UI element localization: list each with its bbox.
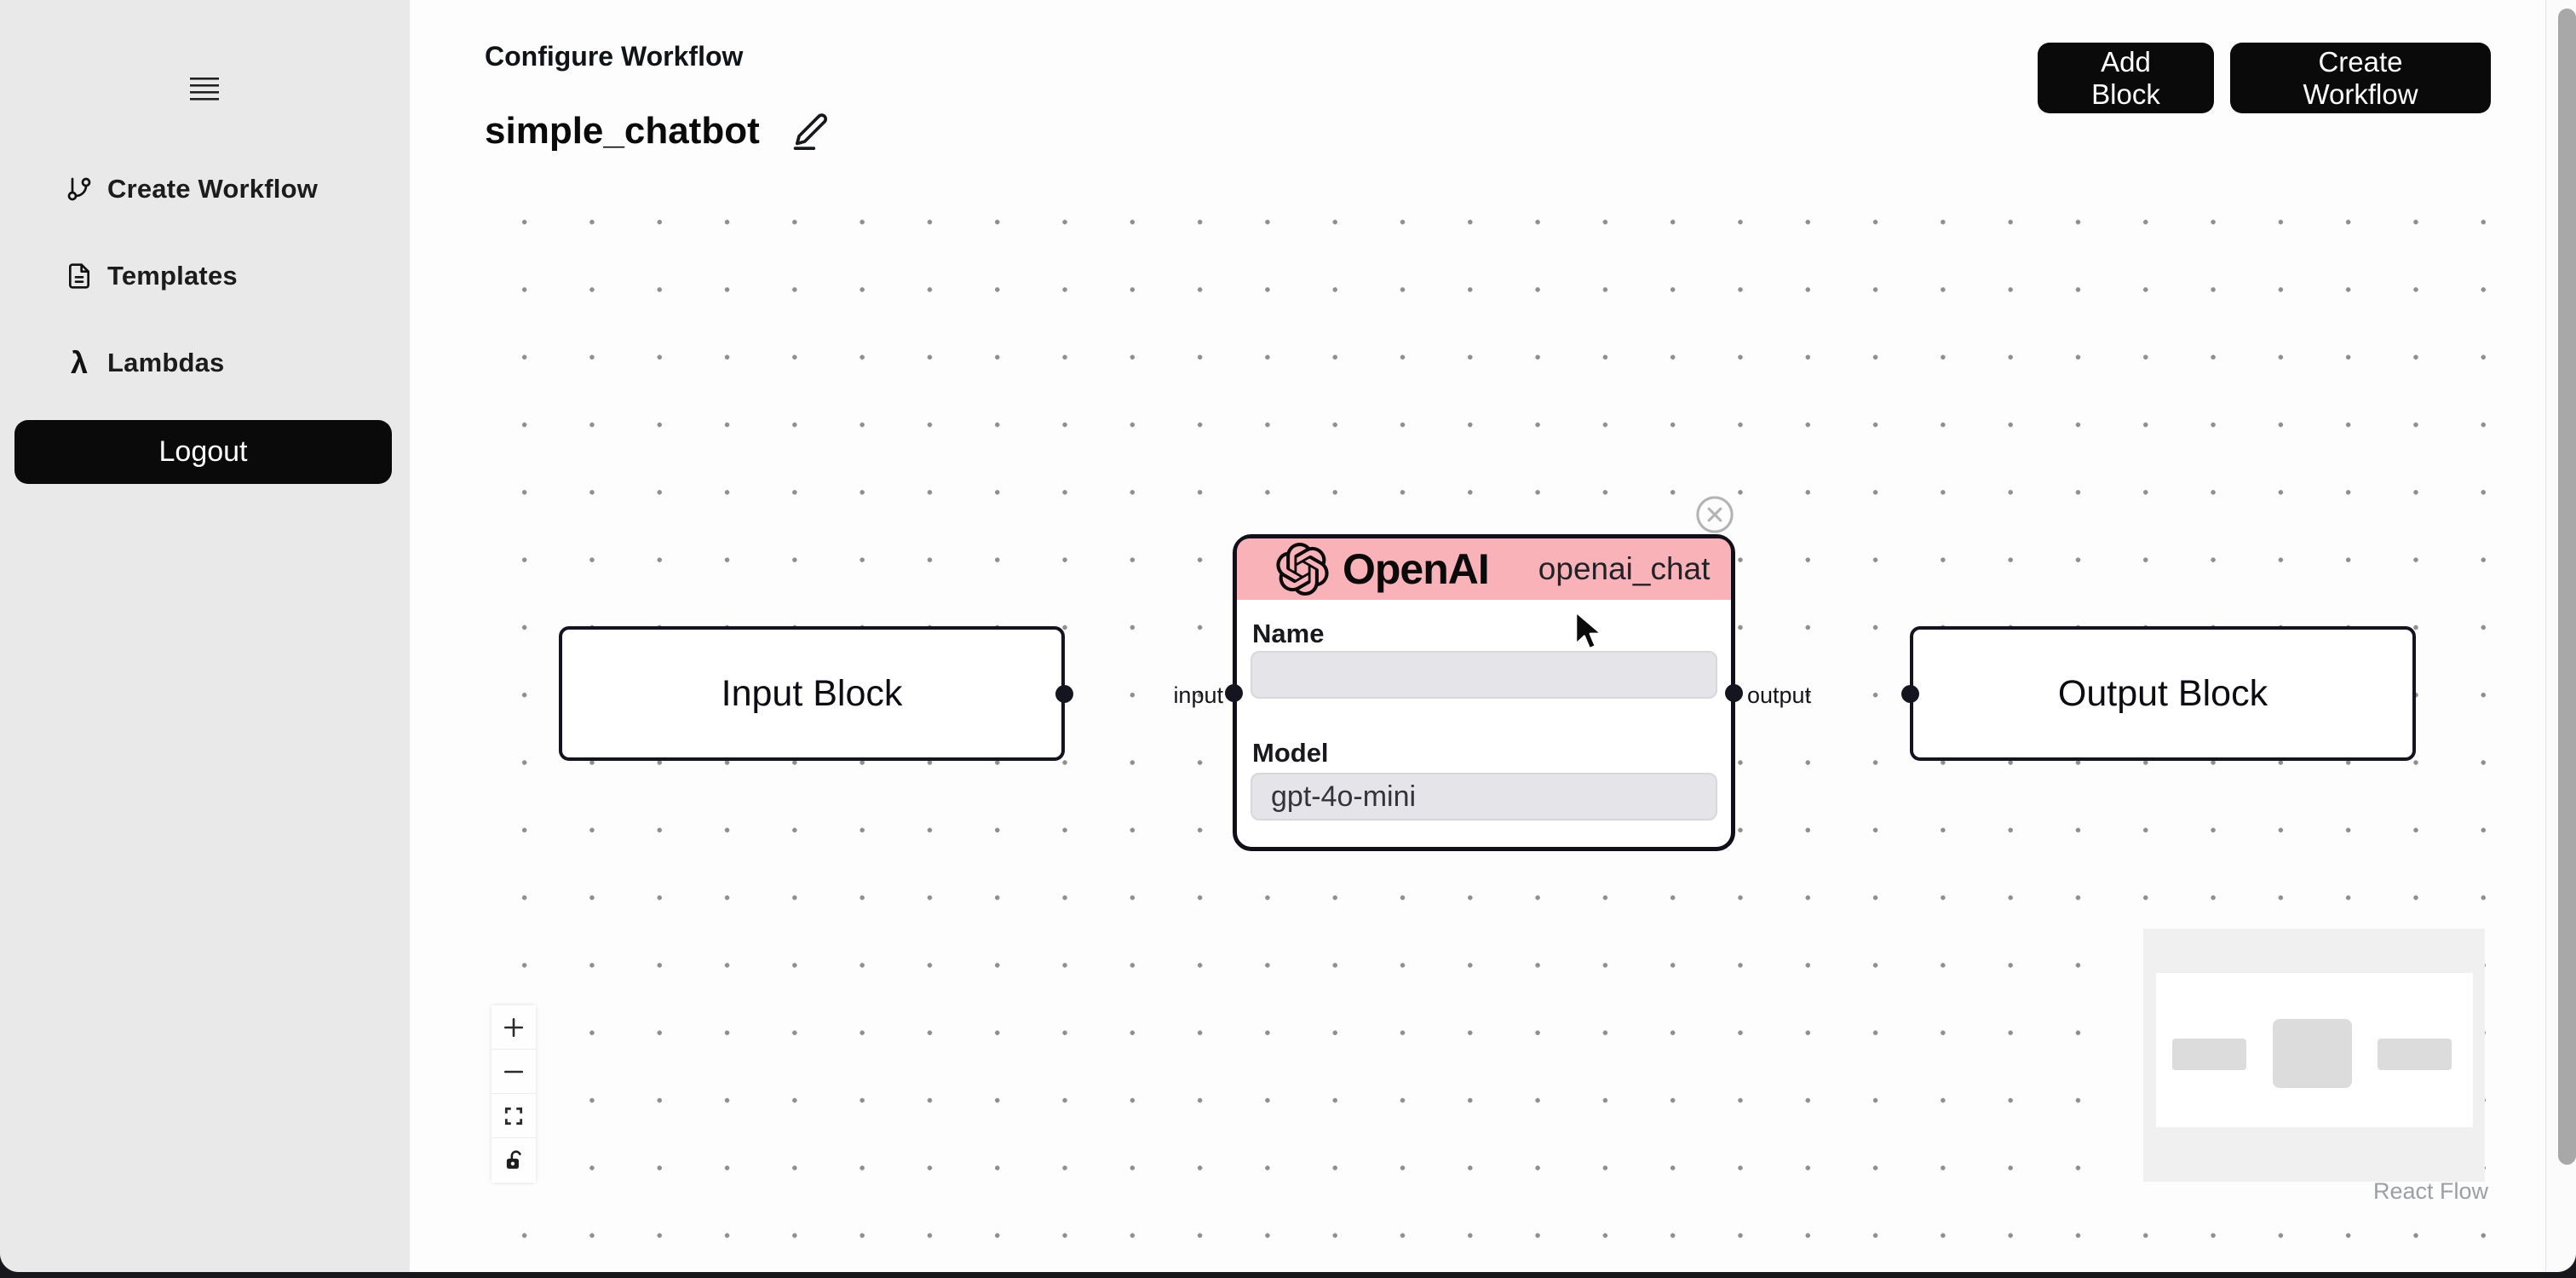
input-block-node[interactable]: Input Block [559, 626, 1073, 761]
sidebar-item-label: Lambdas [107, 348, 225, 377]
name-field-label: Name [1252, 619, 1325, 648]
logout-button[interactable]: Logout [14, 420, 392, 484]
close-icon [1695, 495, 1734, 534]
openai-brand-wordmark: OpenAI [1343, 545, 1490, 593]
menu-toggle-button[interactable] [175, 66, 234, 112]
output-handle-label: output [1747, 682, 1812, 708]
input-block-source-handle[interactable] [1055, 684, 1073, 703]
lambda-icon: λ [70, 345, 89, 380]
create-workflow-button[interactable]: Create Workflow [2230, 43, 2491, 113]
sidebar-item-label: Templates [107, 261, 238, 291]
output-block-target-handle[interactable] [1901, 684, 1919, 703]
fit-view-icon [503, 1105, 525, 1127]
pencil-icon [789, 109, 833, 153]
git-branch-icon [65, 175, 94, 204]
node-instance-name: openai_chat [1538, 551, 1711, 586]
delete-node-button[interactable] [1695, 495, 1734, 534]
hamburger-icon [189, 77, 220, 102]
openai-output-handle[interactable] [1725, 683, 1743, 702]
edit-workflow-name-button[interactable] [789, 109, 833, 153]
sidebar-item-lambdas[interactable]: λ Lambdas [65, 339, 225, 387]
node-label: Input Block [721, 672, 903, 714]
minimap-input-block [2172, 1039, 2246, 1070]
sidebar: Create Workflow Templates λ Lambdas Logo… [0, 0, 410, 1272]
openai-chat-node[interactable]: OpenAI openai_chat Name Model [1225, 534, 1743, 851]
openai-input-handle[interactable] [1225, 683, 1243, 702]
zoom-in-button[interactable] [492, 1005, 536, 1050]
document-icon [65, 262, 94, 291]
unlock-icon [503, 1149, 525, 1172]
sidebar-item-create-workflow[interactable]: Create Workflow [65, 165, 318, 213]
fit-view-button[interactable] [492, 1094, 536, 1138]
lock-button[interactable] [492, 1138, 536, 1183]
canvas-controls [492, 1005, 536, 1183]
sidebar-item-label: Create Workflow [107, 174, 319, 204]
model-input[interactable] [1251, 773, 1717, 820]
model-field-label: Model [1252, 738, 1329, 768]
vertical-scrollbar[interactable] [2545, 0, 2576, 1272]
sidebar-item-templates[interactable]: Templates [65, 252, 238, 300]
output-block-node[interactable]: Output Block [1901, 626, 2416, 761]
minimap-output-block [2378, 1039, 2452, 1070]
add-block-button[interactable]: Add Block [2038, 43, 2214, 113]
main-area: Configure Workflow simple_chatbot Add Bl… [410, 0, 2576, 1272]
input-handle-label: input [1173, 682, 1223, 708]
scrollbar-thumb[interactable] [2558, 9, 2576, 1165]
plus-icon [503, 1016, 525, 1039]
zoom-out-button[interactable] [492, 1050, 536, 1094]
name-input[interactable] [1251, 651, 1717, 699]
minimap-openai-node [2273, 1019, 2352, 1088]
minus-icon [503, 1061, 525, 1083]
openai-node-header: OpenAI openai_chat [1237, 538, 1731, 600]
node-label: Output Block [2057, 672, 2268, 714]
react-flow-attribution: React Flow [2372, 1178, 2488, 1204]
workflow-name-row: simple_chatbot [485, 109, 833, 153]
workflow-name: simple_chatbot [485, 110, 760, 152]
openai-logo-icon [1276, 543, 1329, 596]
page-title: Configure Workflow [485, 41, 744, 72]
minimap[interactable] [2143, 929, 2485, 1182]
